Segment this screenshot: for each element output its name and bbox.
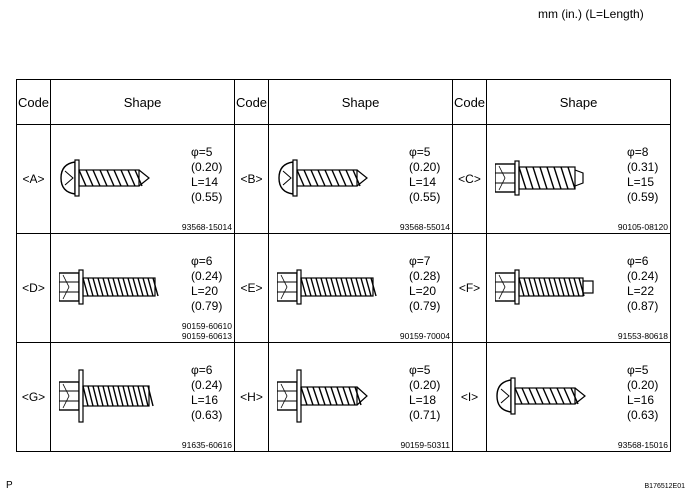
diameter-mm: φ=5 (409, 145, 431, 159)
part-number: 90159-60613 (181, 331, 232, 341)
fastener-table: Code Shape Code Shape Code Shape <A> φ=5… (16, 79, 671, 452)
diameter-mm: φ=5 (191, 145, 213, 159)
shape-header: Shape (268, 79, 453, 125)
part-numbers: 90159-70004 (400, 331, 450, 341)
code-cell: <H> (234, 342, 269, 452)
code-cell: <E> (234, 233, 269, 343)
fastener-specs: φ=5 (0.20) L=18 (0.71) (409, 363, 440, 423)
shape-cell: φ=7 (0.28) L=20 (0.79) 90159-70004 (268, 233, 453, 343)
diameter-in: (0.24) (191, 378, 223, 392)
part-numbers: 91635-60616 (182, 440, 232, 450)
length-mm: L=14 (409, 175, 437, 189)
code-header: Code (234, 79, 269, 125)
code-cell: <D> (16, 233, 51, 343)
diameter-mm: φ=6 (191, 363, 213, 377)
diameter-in: (0.20) (191, 160, 223, 174)
part-number: 90159-50311 (400, 440, 450, 450)
length-mm: L=14 (191, 175, 219, 189)
length-mm: L=15 (627, 175, 655, 189)
length-in: (0.79) (191, 299, 223, 313)
fastener-specs: φ=7 (0.28) L=20 (0.79) (409, 254, 440, 314)
diameter-mm: φ=5 (627, 363, 649, 377)
length-mm: L=22 (627, 284, 655, 298)
diameter-in: (0.24) (191, 269, 223, 283)
length-in: (0.79) (409, 299, 441, 313)
table-header-row: Code Shape Code Shape Code Shape (16, 79, 671, 125)
length-in: (0.63) (191, 408, 223, 422)
part-number: 90159-70004 (399, 331, 450, 341)
fastener-specs: φ=6 (0.24) L=22 (0.87) (627, 254, 658, 314)
table-row: <A> φ=5 (0.20) L=14 (0.55) 93568-15014<B… (16, 124, 671, 234)
part-numbers: 90159-50311 (401, 440, 450, 450)
length-mm: L=20 (409, 284, 437, 298)
diameter-in: (0.20) (409, 378, 441, 392)
code-cell: <B> (234, 124, 269, 234)
diameter-mm: φ=6 (627, 254, 649, 268)
fastener-specs: φ=5 (0.20) L=16 (0.63) (627, 363, 658, 423)
diameter-mm: φ=6 (191, 254, 213, 268)
shape-header: Shape (50, 79, 235, 125)
length-mm: L=16 (627, 393, 655, 407)
length-in: (0.71) (409, 408, 441, 422)
fastener-specs: φ=8 (0.31) L=15 (0.59) (627, 145, 658, 205)
diameter-mm: φ=5 (409, 363, 431, 377)
part-number: 93568-15016 (617, 440, 668, 450)
part-numbers: 90105-08120 (618, 222, 668, 232)
diameter-in: (0.20) (627, 378, 659, 392)
code-cell: <I> (452, 342, 487, 452)
part-numbers: 93568-15014 (182, 222, 232, 232)
fastener-specs: φ=5 (0.20) L=14 (0.55) (191, 145, 222, 205)
length-in: (0.55) (191, 190, 223, 204)
part-number: 91635-60616 (181, 440, 232, 450)
code-header: Code (452, 79, 487, 125)
diameter-mm: φ=8 (627, 145, 649, 159)
code-cell: <C> (452, 124, 487, 234)
code-cell: <G> (16, 342, 51, 452)
part-numbers: 91553-80618 (618, 331, 668, 341)
part-number: 93568-55014 (399, 222, 450, 232)
shape-header: Shape (486, 79, 671, 125)
fastener-specs: φ=6 (0.24) L=16 (0.63) (191, 363, 222, 423)
code-cell: <F> (452, 233, 487, 343)
shape-cell: φ=5 (0.20) L=16 (0.63) 93568-15016 (486, 342, 671, 452)
length-mm: L=16 (191, 393, 219, 407)
diameter-mm: φ=7 (409, 254, 431, 268)
footer-page-marker: P (6, 480, 13, 491)
diameter-in: (0.24) (627, 269, 659, 283)
figure-id: B176512E01 (644, 483, 685, 490)
fastener-specs: φ=5 (0.20) L=14 (0.55) (409, 145, 440, 205)
shape-cell: φ=5 (0.20) L=14 (0.55) 93568-15014 (50, 124, 235, 234)
code-header: Code (16, 79, 51, 125)
part-numbers: 93568-55014 (400, 222, 450, 232)
length-in: (0.59) (627, 190, 659, 204)
diameter-in: (0.20) (409, 160, 441, 174)
length-in: (0.63) (627, 408, 659, 422)
shape-cell: φ=8 (0.31) L=15 (0.59) 90105-08120 (486, 124, 671, 234)
fastener-specs: φ=6 (0.24) L=20 (0.79) (191, 254, 222, 314)
length-in: (0.55) (409, 190, 441, 204)
length-mm: L=20 (191, 284, 219, 298)
part-numbers: 93568-15016 (618, 440, 668, 450)
part-number: 93568-15014 (181, 222, 232, 232)
length-in: (0.87) (627, 299, 659, 313)
diameter-in: (0.31) (627, 160, 659, 174)
part-number: 90105-08120 (617, 222, 668, 232)
diameter-in: (0.28) (409, 269, 441, 283)
table-row: <G> φ=6 (0.24) L=16 (0.63) 91635-60616<H… (16, 342, 671, 452)
length-mm: L=18 (409, 393, 437, 407)
shape-cell: φ=5 (0.20) L=14 (0.55) 93568-55014 (268, 124, 453, 234)
code-cell: <A> (16, 124, 51, 234)
shape-cell: φ=6 (0.24) L=16 (0.63) 91635-60616 (50, 342, 235, 452)
shape-cell: φ=5 (0.20) L=18 (0.71) 90159-50311 (268, 342, 453, 452)
part-number: 91553-80618 (617, 331, 668, 341)
part-number: 90159-60610 (181, 321, 232, 331)
shape-cell: φ=6 (0.24) L=22 (0.87) 91553-80618 (486, 233, 671, 343)
units-note: mm (in.) (L=Length) (538, 7, 644, 21)
